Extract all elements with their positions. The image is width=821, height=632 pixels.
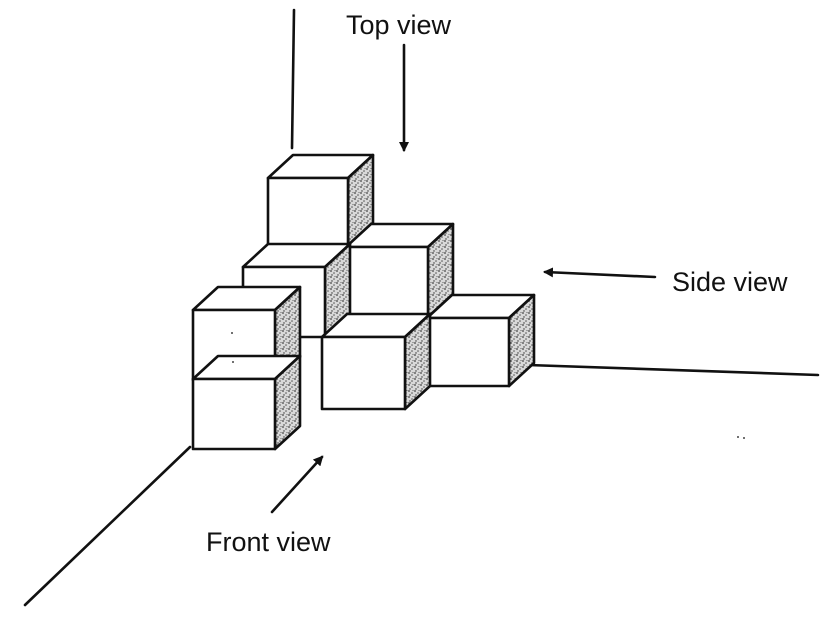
side-view-label: Side view [672,267,788,297]
cube [344,222,455,319]
cube-front-face [320,335,407,411]
vertical-axis [290,8,296,150]
cube [266,153,375,248]
cube [320,312,432,411]
front-view-arrow [270,455,324,514]
depth-axis [23,445,192,607]
speck-mark [231,332,233,334]
cube [425,293,536,388]
speck-mark [232,361,234,363]
cube-front-face [344,245,430,319]
top-view-label: Top view [346,10,452,40]
speck-mark [743,437,745,439]
cube [191,354,302,451]
cube-front-face [425,316,511,388]
cube-front-face [191,377,277,451]
speck-mark [737,436,739,438]
side-view-arrow [543,267,657,279]
front-view-label: Front view [206,527,331,557]
cube-front-face [266,176,350,248]
cube-stack [191,153,536,451]
horizontal-axis [526,363,820,377]
